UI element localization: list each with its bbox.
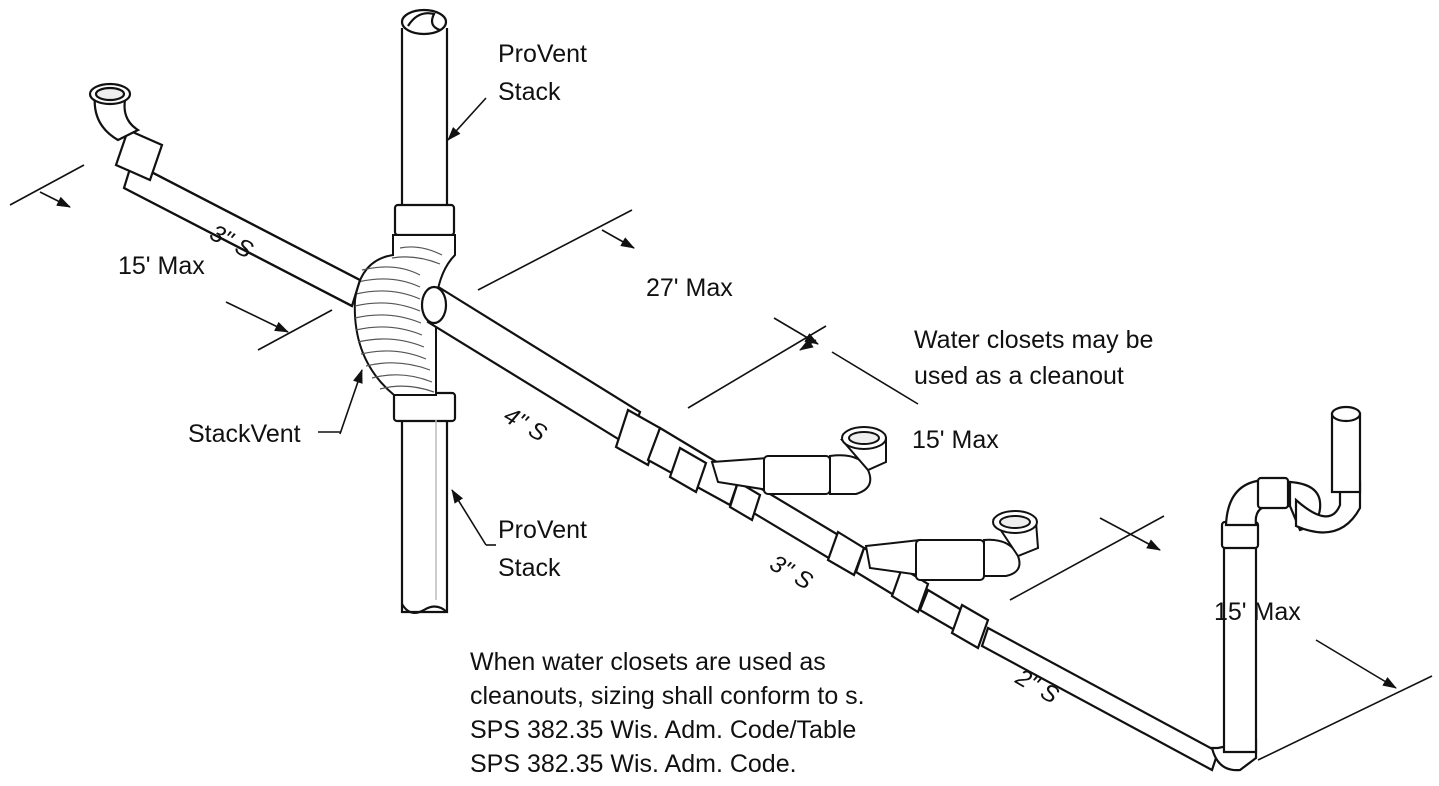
wc-note-line-2: used as a cleanout — [914, 362, 1124, 390]
wc-branch-1 — [710, 426, 887, 495]
wc-note-line-1: Water closets may be — [914, 326, 1153, 354]
code-note-line-1: When water closets are used as — [470, 648, 826, 676]
code-note-line-3: SPS 382.35 Wis. Adm. Code/Table — [470, 716, 856, 744]
dim-27-label: 27' Max — [646, 274, 733, 302]
dimension-lines — [9, 97, 1433, 761]
size-3s-mid-label: 3" S — [765, 550, 817, 596]
provent-stack — [392, 8, 457, 615]
provent-stack-top-label-2: Stack — [498, 78, 561, 106]
provent-stack-bottom-label-2: Stack — [498, 554, 561, 582]
stackvent-fitting — [353, 234, 456, 396]
wc-branch-2 — [864, 510, 1040, 581]
dim-left-label: 15' Max — [118, 252, 205, 280]
provent-stack-top-label-1: ProVent — [498, 40, 587, 68]
right-riser-trap — [1220, 405, 1362, 754]
dim-mid-label: 15' Max — [912, 426, 999, 454]
left-branch-pipe — [88, 82, 362, 308]
provent-stack-bottom-label-1: ProVent — [498, 516, 587, 544]
labels: ProVent Stack ProVent Stack StackVent 15… — [118, 40, 1301, 778]
dim-right-label: 15' Max — [1214, 598, 1301, 626]
size-4s-label: 4" S — [499, 402, 551, 448]
code-note-line-4: SPS 382.35 Wis. Adm. Code. — [470, 750, 797, 778]
code-note-line-2: cleanouts, sizing shall conform to s. — [470, 682, 865, 710]
stackvent-label: StackVent — [188, 420, 301, 448]
